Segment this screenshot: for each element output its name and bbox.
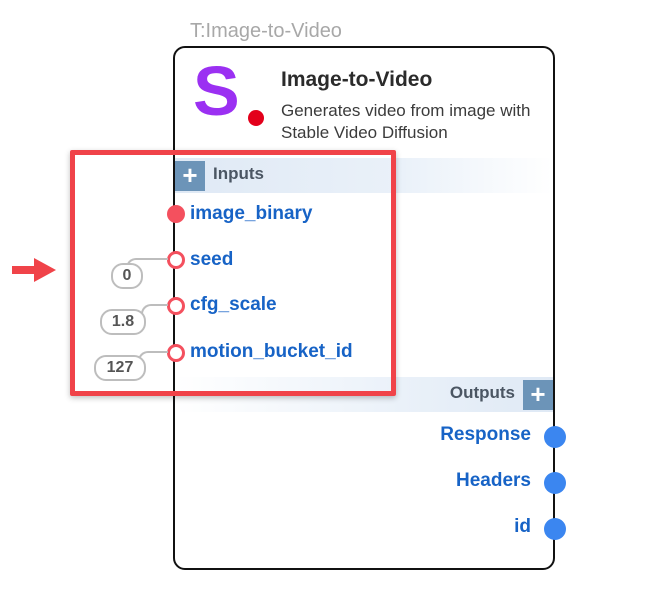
- input-port-seed[interactable]: [167, 251, 185, 269]
- output-port-headers[interactable]: [544, 472, 566, 494]
- add-output-button[interactable]: +: [523, 380, 553, 410]
- stability-logo-icon: S: [193, 52, 240, 130]
- output-port-response[interactable]: [544, 426, 566, 448]
- image-to-video-node[interactable]: S Image-to-Video Generates video from im…: [167, 46, 566, 570]
- add-input-button[interactable]: +: [175, 161, 205, 191]
- seed-value-box[interactable]: 0: [111, 263, 143, 289]
- node-title: Image-to-Video: [281, 68, 433, 91]
- input-label-cfg-scale: cfg_scale: [190, 294, 277, 315]
- input-port-motion-bucket-id[interactable]: [167, 344, 185, 362]
- output-label-headers: Headers: [456, 470, 531, 491]
- input-label-seed: seed: [190, 249, 234, 270]
- input-label-motion-bucket-id: motion_bucket_id: [190, 341, 353, 362]
- logo-dot-icon: [248, 110, 264, 126]
- cfg-scale-value-box[interactable]: 1.8: [100, 309, 146, 335]
- motion-bucket-id-value-box[interactable]: 127: [94, 355, 146, 381]
- node-description: Generates video from image with Stable V…: [281, 101, 531, 142]
- pointer-arrow-icon: [12, 258, 56, 282]
- input-port-cfg-scale[interactable]: [167, 297, 185, 315]
- outputs-label: Outputs: [449, 383, 515, 402]
- output-label-response: Response: [440, 424, 531, 445]
- inputs-section-header: + Inputs: [175, 158, 553, 193]
- output-port-id[interactable]: [544, 518, 566, 540]
- input-port-image-binary[interactable]: [167, 205, 185, 223]
- inputs-highlight-box: [70, 150, 396, 396]
- node-type-tag: T:Image-to-Video: [190, 20, 342, 42]
- input-label-image-binary: image_binary: [190, 203, 313, 224]
- cfg-scale-value-connector: [141, 304, 168, 314]
- output-label-id: id: [514, 516, 531, 537]
- inputs-label: Inputs: [213, 164, 264, 183]
